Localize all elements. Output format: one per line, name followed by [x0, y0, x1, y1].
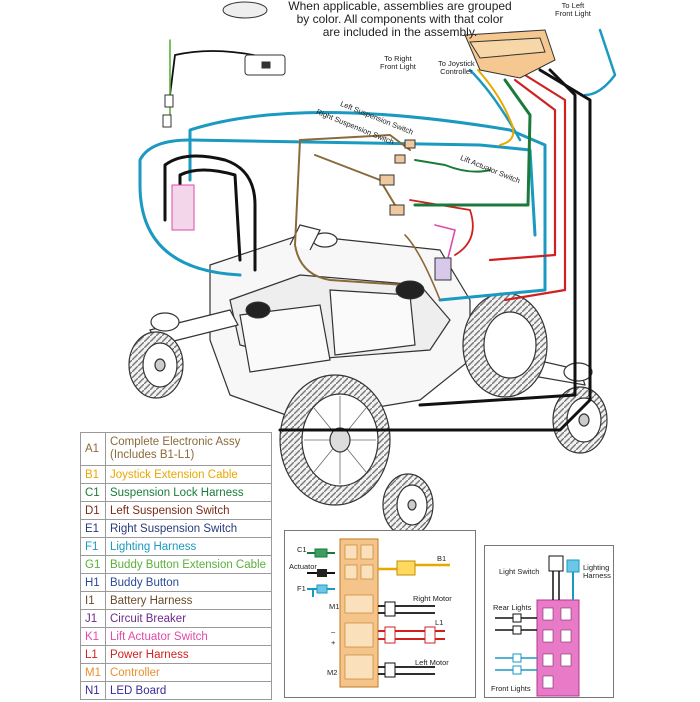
legend-code: K1	[80, 627, 106, 646]
legend-label: Power Harness	[104, 645, 273, 664]
buddy-button-pad	[222, 1, 268, 19]
legend-label: Battery Harness	[104, 591, 273, 610]
legend-label: Right Suspension Switch	[104, 519, 273, 538]
rear-right-drive-wheel	[462, 292, 548, 398]
inset-label-m1: M1	[329, 602, 340, 611]
legend-code: M1	[80, 663, 106, 682]
callout-to-joystick-controller: To Joystick Controller	[438, 59, 475, 76]
legend-code: E1	[80, 519, 106, 538]
legend-code: B1	[80, 465, 106, 484]
legend-label: Circuit Breaker	[104, 609, 273, 628]
note-line: by color. All components with that color	[296, 12, 504, 26]
inset-label-c1: C1	[297, 545, 307, 554]
inset-label-left-motor: Left Motor	[415, 658, 449, 667]
motor-right	[245, 301, 271, 319]
power-harness-wire	[503, 73, 567, 302]
light-switch-wire	[552, 571, 560, 600]
light-switch	[548, 555, 564, 572]
legend-code: C1	[80, 483, 106, 502]
legend-label: Left Suspension Switch	[104, 501, 273, 520]
front-right-caster	[552, 386, 608, 454]
led-board-small	[171, 184, 195, 231]
legend-label: Complete Electronic Assy (Includes B1-L1…	[104, 432, 273, 466]
inset-label-actuator: Actuator	[289, 562, 317, 571]
legend-code: G1	[80, 555, 106, 574]
legend-code: D1	[80, 501, 106, 520]
inset-label-b1: B1	[437, 554, 447, 563]
legend-label: Lighting Harness	[104, 537, 273, 556]
battery-harness-black	[163, 154, 257, 272]
inset-label-rear-lights: Rear Lights	[493, 603, 532, 612]
led-inset-drawing	[495, 555, 580, 697]
legend-label: Buddy Button	[104, 573, 273, 592]
inset-label-light-switch: Light Switch	[499, 567, 540, 576]
note-line: When applicable, assemblies are grouped	[288, 0, 512, 13]
legend-code: N1	[80, 681, 106, 700]
joystick-extension-cable	[477, 69, 515, 146]
lift-actuator-wire	[434, 224, 456, 271]
buddy-button-cable	[164, 39, 171, 126]
inset-label-m2: M2	[327, 668, 338, 677]
callout-to-right-front-light: To Right Front Light	[380, 54, 416, 71]
legend-label: Suspension Lock Harness	[104, 483, 273, 502]
inset-label-l1: L1	[435, 618, 444, 627]
inset-label-f1: F1	[297, 584, 306, 593]
legend-label: Controller	[104, 663, 273, 682]
rear-left-caster	[382, 473, 434, 537]
legend-label: Lift Actuator Switch	[104, 627, 273, 646]
controller-wiring-inset: C1 Actuator F1 B1 M1 Right Motor L1 – + …	[284, 530, 476, 698]
legend-label: Buddy Button Extension Cable	[104, 555, 273, 574]
legend-code: L1	[80, 645, 106, 664]
motor-left	[395, 280, 425, 300]
circuit-breaker	[434, 257, 452, 281]
led-board-inset: Light Switch Lighting Harness Rear Light…	[484, 545, 614, 698]
legend-code: F1	[80, 537, 106, 556]
inset-label-front-lights: Front Lights	[491, 684, 531, 693]
inset-label-right-motor: Right Motor	[413, 594, 452, 603]
battery-harness-brown	[294, 139, 406, 286]
controller-inset-drawing	[307, 538, 450, 688]
harness-wires	[138, 28, 617, 432]
suspension-harness-wire	[413, 78, 532, 207]
assembly-note: When applicable, assemblies are grouped …	[270, 0, 530, 39]
inset-label-plus: +	[331, 638, 336, 647]
legend-label: Joystick Extension Cable	[104, 465, 273, 484]
wheels	[128, 292, 608, 537]
legend-code: H1	[80, 573, 106, 592]
legend-code: A1	[80, 432, 106, 466]
left-drive-wheel	[279, 374, 391, 506]
lighting-harness-wire	[188, 111, 547, 302]
battery	[239, 304, 331, 373]
legend-label: LED Board	[104, 681, 273, 700]
front-left-caster	[128, 331, 184, 399]
note-line: are included in the assembly.	[322, 25, 478, 39]
legend-code: I1	[80, 591, 106, 610]
callout-to-left-front-light: To Left Front Light	[555, 1, 591, 18]
inset-label-lighting-harness: Lighting Harness	[583, 563, 611, 580]
led-board	[536, 599, 580, 697]
legend-code: J1	[80, 609, 106, 628]
inset-label-minus: –	[331, 627, 336, 636]
components	[162, 1, 556, 319]
